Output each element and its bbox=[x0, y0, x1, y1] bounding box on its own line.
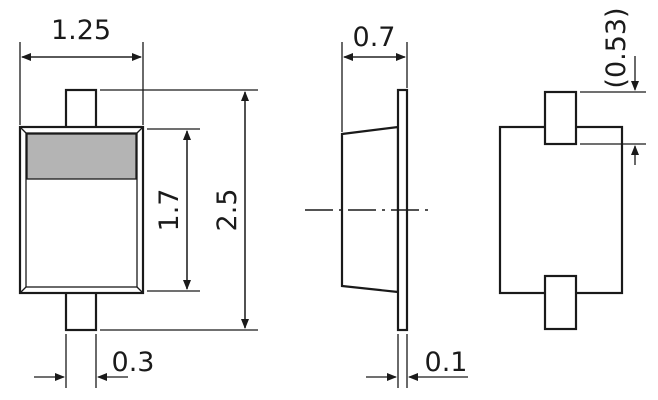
label-lead-thickness: 0.1 bbox=[425, 347, 468, 378]
top-body-inner bbox=[25, 132, 138, 288]
side-view: 0.7 0.1 bbox=[305, 22, 468, 388]
top-view: 1.25 1.7 2.5 0.3 bbox=[18, 15, 258, 388]
bottom-pad-top bbox=[543, 90, 578, 146]
dim-lead-height: (0.53) bbox=[580, 7, 646, 165]
label-body-width: 1.25 bbox=[51, 15, 111, 46]
dim-total-length: 2.5 bbox=[100, 89, 258, 331]
label-total-length: 2.5 bbox=[212, 189, 243, 232]
cathode-band bbox=[26, 133, 137, 180]
bottom-body bbox=[498, 125, 624, 295]
label-terminal-width: 0.3 bbox=[112, 347, 155, 378]
dim-cathode-length: 1.7 bbox=[147, 128, 200, 292]
label-cathode-length: 1.7 bbox=[154, 189, 185, 232]
bottom-pad-bottom bbox=[543, 274, 578, 331]
label-side-thickness: 0.7 bbox=[353, 22, 396, 53]
label-lead-height: (0.53) bbox=[601, 7, 632, 88]
top-terminal-bottom bbox=[64, 290, 98, 332]
bottom-view: (0.53) bbox=[498, 7, 646, 331]
dim-lead-thickness: 0.1 bbox=[366, 334, 468, 388]
dim-terminal-width: 0.3 bbox=[34, 334, 154, 388]
dim-body-width: 1.25 bbox=[19, 15, 144, 125]
dim-side-thickness: 0.7 bbox=[341, 22, 408, 132]
top-terminal-top bbox=[64, 88, 98, 130]
